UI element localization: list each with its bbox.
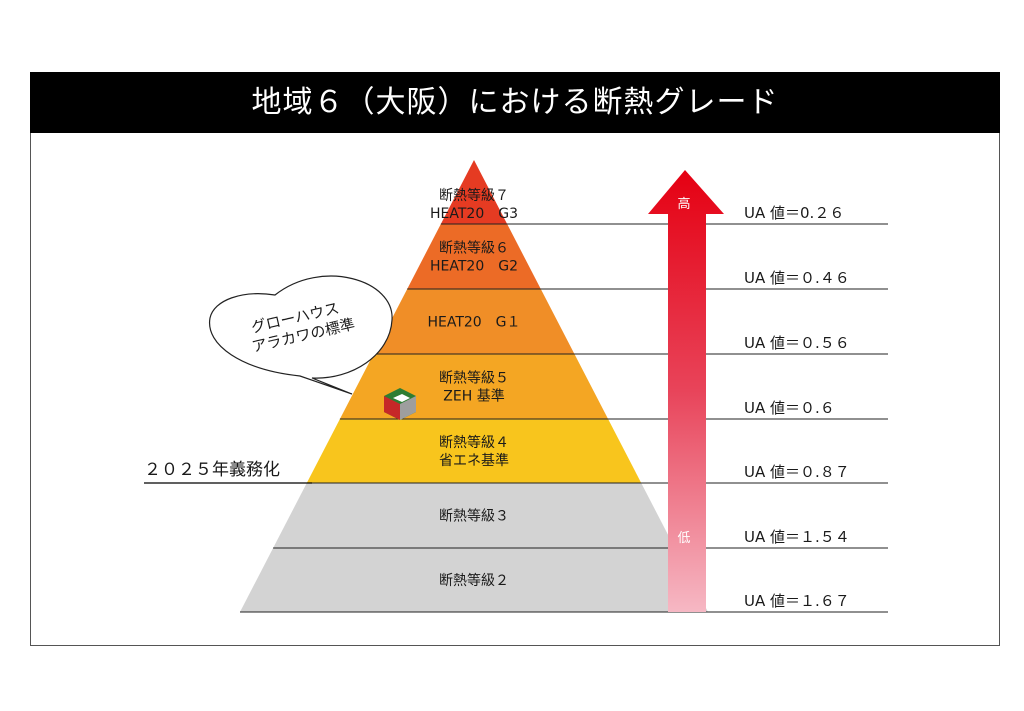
callout-bubble: グローハウス アラカワの標準 [209,275,393,395]
page-title: 地域６（大阪）における断熱グレード [30,72,1000,133]
pyramid-level-label: 省エネ基準 [439,452,509,469]
ua-value-label: UA 値＝０.５６ [744,334,850,352]
pyramid-level-band [306,419,642,483]
arrow-low-label: 低 [677,531,690,546]
pyramid-level-label: 断熱等級７ [439,187,509,204]
grade-arrow-shape [648,170,724,612]
pyramid-level-band [240,548,708,612]
ua-value-label: UA 値＝0.２６ [744,204,844,222]
pyramid-level-label: HEAT20 G3 [430,206,518,222]
mandate-label: ２０２５年義務化 [144,460,280,480]
pyramid-level-label: 断熱等級６ [439,240,509,257]
pyramid-level-label: 断熱等級２ [439,572,509,589]
pyramid-level-label: HEAT20 G１ [427,315,520,331]
pyramid-level-band [273,483,675,548]
grade-arrow: 高 低 [648,170,724,612]
zeh-icon [384,388,416,420]
callout-shape [209,275,393,395]
pyramid-level-band [339,354,609,419]
pyramid-level-band [407,224,541,289]
pyramid-level-band [440,160,508,224]
ua-value-label: UA 値＝０.４６ [744,269,850,287]
pyramid-level-label: HEAT20 G2 [430,259,518,275]
pyramid-level-label: 断熱等級５ [439,370,509,387]
ua-value-label: UA 値＝１.６７ [744,592,850,610]
pyramid-level-label: ZEH 基準 [443,388,504,405]
ua-value-label: UA 値＝０.６ [744,399,835,417]
ua-value-label: UA 値＝０.８７ [744,463,850,481]
ua-value-label: UA 値＝１.５４ [744,528,850,546]
divider-lines: UA 値＝0.２６ UA 値＝０.４６ UA 値＝０.５６ UA 値＝０.６ UA 値＝… [240,204,888,613]
pyramid-level-label: 断熱等級３ [439,508,509,525]
pyramid-level-band [373,289,575,354]
arrow-high-label: 高 [677,196,690,212]
pyramid-level-label: 断熱等級４ [439,434,509,451]
